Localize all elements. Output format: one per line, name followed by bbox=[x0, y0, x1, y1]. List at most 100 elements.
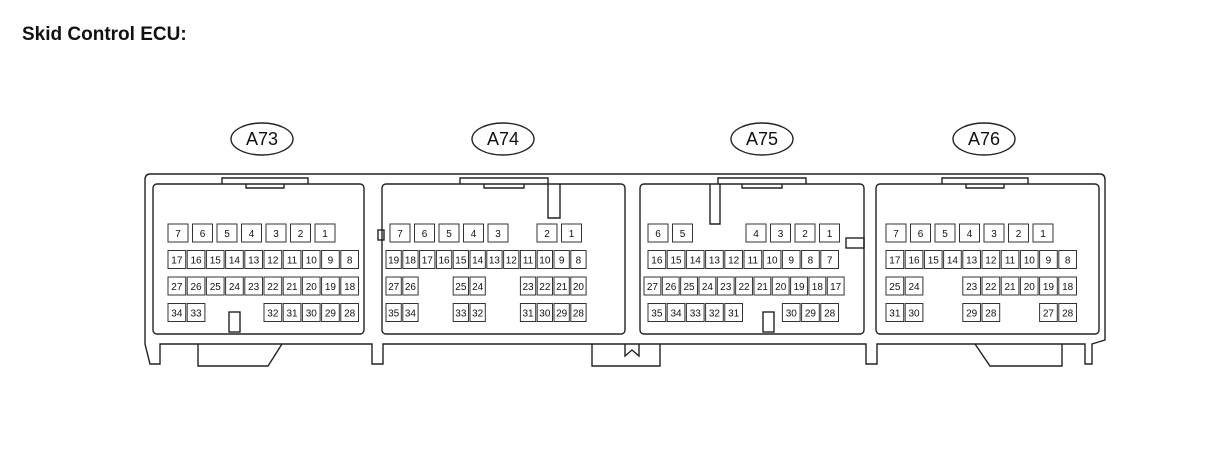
pin-cell bbox=[340, 303, 359, 322]
pin-number: 25 bbox=[210, 282, 222, 293]
pin-cell bbox=[808, 276, 827, 296]
pin-cell bbox=[661, 276, 680, 296]
pin-cell bbox=[1039, 303, 1058, 322]
pin-cell bbox=[981, 250, 1001, 269]
pin-cell bbox=[463, 223, 484, 243]
pin-number: 15 bbox=[928, 256, 940, 267]
pin-cell bbox=[469, 303, 486, 322]
pin-number: 28 bbox=[573, 309, 585, 320]
pin-number: 20 bbox=[775, 282, 787, 293]
pin-number: 14 bbox=[947, 256, 959, 267]
pin-cell bbox=[519, 303, 537, 322]
pin-number: 23 bbox=[522, 282, 534, 293]
pin-number: 25 bbox=[889, 282, 901, 293]
pin-cell bbox=[402, 303, 419, 322]
pin-cell bbox=[486, 250, 503, 269]
pin-number: 6 bbox=[918, 229, 924, 240]
pin-number: 11 bbox=[523, 256, 534, 267]
pin-number: 5 bbox=[942, 229, 948, 240]
pin-cell bbox=[643, 276, 662, 296]
pin-cell bbox=[885, 276, 905, 296]
pin-number: 11 bbox=[748, 256, 759, 267]
pin-number: 1 bbox=[322, 229, 328, 240]
pin-cell bbox=[282, 250, 302, 269]
pin-number: 26 bbox=[190, 282, 202, 293]
pin-number: 30 bbox=[539, 309, 551, 320]
pin-cell bbox=[666, 250, 686, 269]
connector-label: A74 bbox=[487, 129, 519, 149]
pin-number: 28 bbox=[1062, 309, 1074, 320]
pin-cell bbox=[536, 223, 558, 243]
pin-cell bbox=[981, 303, 1001, 322]
pin-number: 19 bbox=[1043, 282, 1055, 293]
pin-number: 16 bbox=[190, 256, 202, 267]
pin-number: 25 bbox=[455, 282, 467, 293]
pin-cell bbox=[263, 276, 283, 296]
pin-number: 26 bbox=[405, 282, 417, 293]
pin-cell bbox=[885, 303, 905, 322]
pin-cell bbox=[419, 250, 436, 269]
pin-number: 22 bbox=[539, 282, 551, 293]
pin-cell bbox=[553, 250, 570, 269]
pin-cell bbox=[943, 250, 962, 269]
pin-number: 11 bbox=[1005, 256, 1016, 267]
pin-cell bbox=[743, 250, 763, 269]
pin-cell bbox=[167, 223, 189, 243]
pin-cell bbox=[503, 250, 520, 269]
pin-number: 8 bbox=[347, 256, 353, 267]
pin-number: 17 bbox=[171, 256, 183, 267]
pin-cell bbox=[167, 250, 187, 269]
pin-number: 3 bbox=[495, 229, 501, 240]
connector-frame-a75 bbox=[639, 183, 865, 335]
pin-number: 22 bbox=[267, 282, 279, 293]
pin-cell bbox=[301, 250, 321, 269]
pin-number: 21 bbox=[757, 282, 769, 293]
pin-cell bbox=[753, 276, 772, 296]
pin-number: 28 bbox=[985, 309, 997, 320]
pin-cell bbox=[435, 250, 453, 269]
pin-number: 17 bbox=[830, 282, 842, 293]
pin-cell bbox=[402, 276, 419, 296]
pin-number: 27 bbox=[647, 282, 659, 293]
key-slot-a75 bbox=[762, 311, 775, 333]
pin-number: 23 bbox=[248, 282, 260, 293]
pin-number: 2 bbox=[1016, 229, 1022, 240]
pin-cell bbox=[762, 250, 782, 269]
pin-number: 27 bbox=[388, 282, 400, 293]
pin-number: 32 bbox=[267, 309, 279, 320]
pin-number: 13 bbox=[489, 256, 501, 267]
pin-cell bbox=[452, 276, 470, 296]
pin-number: 34 bbox=[670, 309, 682, 320]
pin-number: 29 bbox=[325, 309, 337, 320]
pin-cell bbox=[561, 223, 582, 243]
pin-cell bbox=[385, 250, 402, 269]
pin-number: 35 bbox=[651, 309, 663, 320]
pin-number: 23 bbox=[720, 282, 732, 293]
pin-number: 20 bbox=[306, 282, 318, 293]
pin-cell bbox=[402, 250, 419, 269]
pin-cell bbox=[826, 276, 845, 296]
pin-number: 24 bbox=[229, 282, 241, 293]
pin-cell bbox=[1032, 223, 1054, 243]
pin-cell bbox=[1000, 276, 1020, 296]
pin-number: 18 bbox=[344, 282, 356, 293]
pin-number: 6 bbox=[655, 229, 661, 240]
pin-cell bbox=[904, 276, 924, 296]
pin-cell bbox=[167, 303, 187, 322]
pin-number: 4 bbox=[249, 229, 255, 240]
pin-number: 8 bbox=[1065, 256, 1071, 267]
pin-cell bbox=[301, 303, 321, 322]
pin-number: 28 bbox=[344, 309, 356, 320]
housing-bottom-tab bbox=[974, 343, 1063, 367]
pin-number: 34 bbox=[405, 309, 417, 320]
latch-a73 bbox=[221, 177, 309, 189]
pin-cell bbox=[186, 303, 206, 322]
pin-cell bbox=[1019, 250, 1039, 269]
pin-cell bbox=[244, 276, 264, 296]
pin-number: 21 bbox=[1004, 282, 1016, 293]
pin-number: 30 bbox=[786, 309, 798, 320]
pin-cell bbox=[225, 250, 244, 269]
page-title: Skid Control ECU: bbox=[22, 24, 187, 45]
pin-number: 16 bbox=[651, 256, 663, 267]
housing-bottom-tab bbox=[197, 343, 283, 367]
